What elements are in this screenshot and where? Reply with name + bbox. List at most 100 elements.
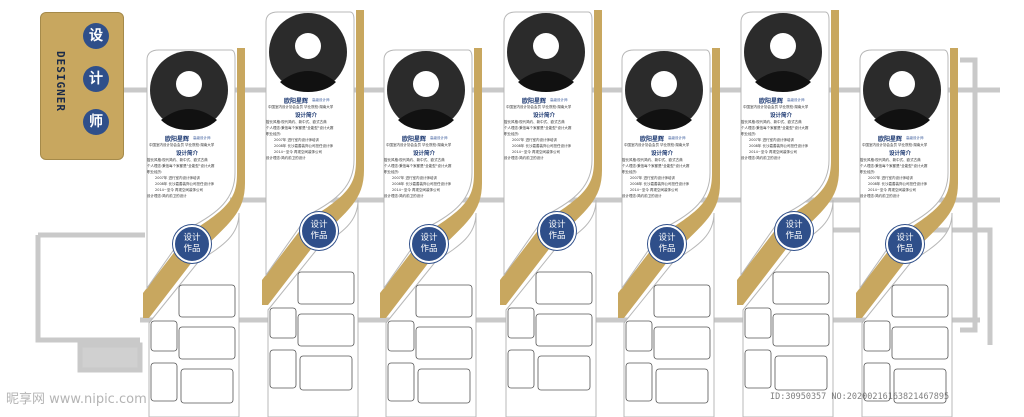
intro-line: 设计理念:简约前卫的设计 [622, 194, 662, 198]
works-badge[interactable]: 设计作品 [300, 212, 338, 250]
work-thumbnail [415, 326, 473, 360]
section-title: 设计简介 [889, 151, 912, 157]
intro-line: 个人理念:秉信每个家都是"全能型"设计大赛 [622, 164, 690, 168]
badge-line-2: 作品 [548, 231, 566, 241]
designer-panel: 欧阳星辉高级设计师中国室内设计协会会员 毕业院校:湖南大学设计简介擅长风格:现代… [618, 48, 720, 417]
designer-panel: 欧阳星辉高级设计师中国室内设计协会会员 毕业院校:湖南大学设计简介擅长风格:现代… [380, 48, 482, 417]
work-thumbnail [537, 355, 591, 391]
intro-line: 2014~至今 再现空间装饰公司 [392, 188, 440, 192]
intro-head: 中国室内设计协会会员 毕业院校:湖南大学 [743, 105, 809, 109]
intro-line: 2008年 长沙嘉善装饰公司担任设计师 [274, 144, 334, 148]
photo-figure [161, 109, 217, 130]
intro-line: 2007年 进行室内设计师培训 [749, 138, 795, 142]
intro-line: 2014~至今 再现空间装饰公司 [630, 188, 678, 192]
work-thumbnail [863, 320, 891, 352]
intro-line: 设计理念:简约前卫的设计 [266, 156, 306, 160]
work-thumbnail [297, 313, 355, 347]
work-thumbnail [387, 362, 415, 402]
designer-name: 欧阳星辉 [878, 136, 903, 143]
works-badge[interactable]: 设计作品 [173, 225, 211, 263]
designer-name: 欧阳星辉 [640, 136, 665, 143]
photo-placeholder [889, 71, 915, 97]
works-badge[interactable]: 设计作品 [775, 212, 813, 250]
intro-head: 中国室内设计协会会员 毕业院校:湖南大学 [506, 105, 572, 109]
photo-placeholder [770, 33, 796, 59]
section-title: 设计简介 [533, 113, 556, 119]
work-thumbnail [625, 362, 653, 402]
badge-line-1: 设计 [310, 220, 328, 230]
intro-line: 擅长风格:现代简约、新中式、欧式古典 [741, 120, 802, 124]
works-badge[interactable]: 设计作品 [538, 212, 576, 250]
intro-head: 中国室内设计协会会员 毕业院校:湖南大学 [624, 143, 690, 147]
intro-line: 2007年 进行室内设计师培训 [392, 176, 438, 180]
designer-name: 欧阳星辉 [759, 98, 784, 105]
panel-shape [856, 48, 958, 417]
photo-figure [518, 71, 574, 92]
intro-line: 擅长风格:现代简约、新中式、欧式古典 [147, 158, 208, 162]
badge-line-2: 作品 [183, 244, 201, 254]
work-thumbnail [653, 326, 711, 360]
intro-line: 设计理念:简约前卫的设计 [384, 194, 424, 198]
work-thumbnail [150, 362, 178, 402]
watermark-id: ID:30950357 NO:20200216163821467895 [770, 392, 950, 402]
intro-line: 擅长风格:现代简约、新中式、欧式古典 [622, 158, 683, 162]
intro-line: 2014~至今 再现空间装饰公司 [512, 150, 560, 154]
intro-line: 个人理念:秉信每个家都是"全能型"设计大赛 [147, 164, 215, 168]
intro-head: 中国室内设计协会会员 毕业院校:湖南大学 [386, 143, 452, 147]
work-thumbnail [535, 271, 593, 305]
intro-line: 擅长风格:现代简约、新中式、欧式古典 [860, 158, 921, 162]
designer-name: 欧阳星辉 [522, 98, 547, 105]
work-thumbnail [417, 368, 471, 404]
designer-name: 欧阳星辉 [284, 98, 309, 105]
work-thumbnail [653, 284, 711, 318]
intro-line: 2014~至今 再现空间装饰公司 [868, 188, 916, 192]
gold-ribbon [856, 48, 958, 318]
gold-ribbon [618, 48, 720, 318]
works-badge[interactable]: 设计作品 [648, 225, 686, 263]
designer-panel: 欧阳星辉高级设计师中国室内设计协会会员 毕业院校:湖南大学设计简介擅长风格:现代… [500, 10, 602, 417]
work-thumbnail [891, 284, 949, 318]
connector-line [960, 57, 978, 333]
photo-placeholder [413, 71, 439, 97]
designer-role: 高级设计师 [550, 98, 568, 102]
intro-line: 2008年 长沙嘉善装饰公司担任设计师 [392, 182, 452, 186]
title-char-1: 设 [83, 23, 109, 49]
title-english: DESIGNER [54, 51, 67, 112]
works-badge[interactable]: 设计作品 [886, 225, 924, 263]
intro-line: 2007年 进行室内设计师培训 [274, 138, 320, 142]
works-badge[interactable]: 设计作品 [410, 225, 448, 263]
section-title: 设计简介 [770, 113, 793, 119]
intro-line: 2008年 长沙嘉善装饰公司担任设计师 [630, 182, 690, 186]
intro-line: 设计理念:简约前卫的设计 [504, 156, 544, 160]
badge-line-2: 作品 [310, 231, 328, 241]
intro-line: 2007年 进行室内设计师培训 [630, 176, 676, 180]
designer-role: 高级设计师 [312, 98, 330, 102]
badge-line-2: 作品 [420, 244, 438, 254]
title-char-3: 师 [83, 109, 109, 135]
designer-role: 高级设计师 [787, 98, 805, 102]
title-char-2: 计 [83, 66, 109, 92]
photo-figure [280, 71, 336, 92]
connector-line [35, 235, 140, 343]
intro-line: 2008年 长沙嘉善装饰公司担任设计师 [512, 144, 572, 148]
intro-line: 擅长风格:现代简约、新中式、欧式古典 [384, 158, 445, 162]
designer-name: 欧阳星辉 [402, 136, 427, 143]
intro-line: 职业经历: [147, 170, 163, 174]
designer-role: 高级设计师 [668, 136, 686, 140]
photo-placeholder [176, 71, 202, 97]
intro-line: 2008年 长沙嘉善装饰公司担任设计师 [155, 182, 215, 186]
photo-figure [636, 109, 692, 130]
intro-line: 个人理念:秉信每个家都是"全能型"设计大赛 [860, 164, 928, 168]
work-thumbnail [744, 349, 772, 389]
intro-line: 2014~至今 再现空间装饰公司 [274, 150, 322, 154]
work-thumbnail [774, 355, 828, 391]
panel-shape [618, 48, 720, 417]
intro-head: 中国室内设计协会会员 毕业院校:湖南大学 [862, 143, 928, 147]
photo-figure [874, 109, 930, 130]
photo-figure [755, 71, 811, 92]
intro-line: 擅长风格:现代简约、新中式、欧式古典 [266, 120, 327, 124]
intro-line: 2008年 长沙嘉善装饰公司担任设计师 [749, 144, 809, 148]
work-thumbnail [772, 313, 830, 347]
intro-line: 设计理念:简约前卫的设计 [147, 194, 187, 198]
